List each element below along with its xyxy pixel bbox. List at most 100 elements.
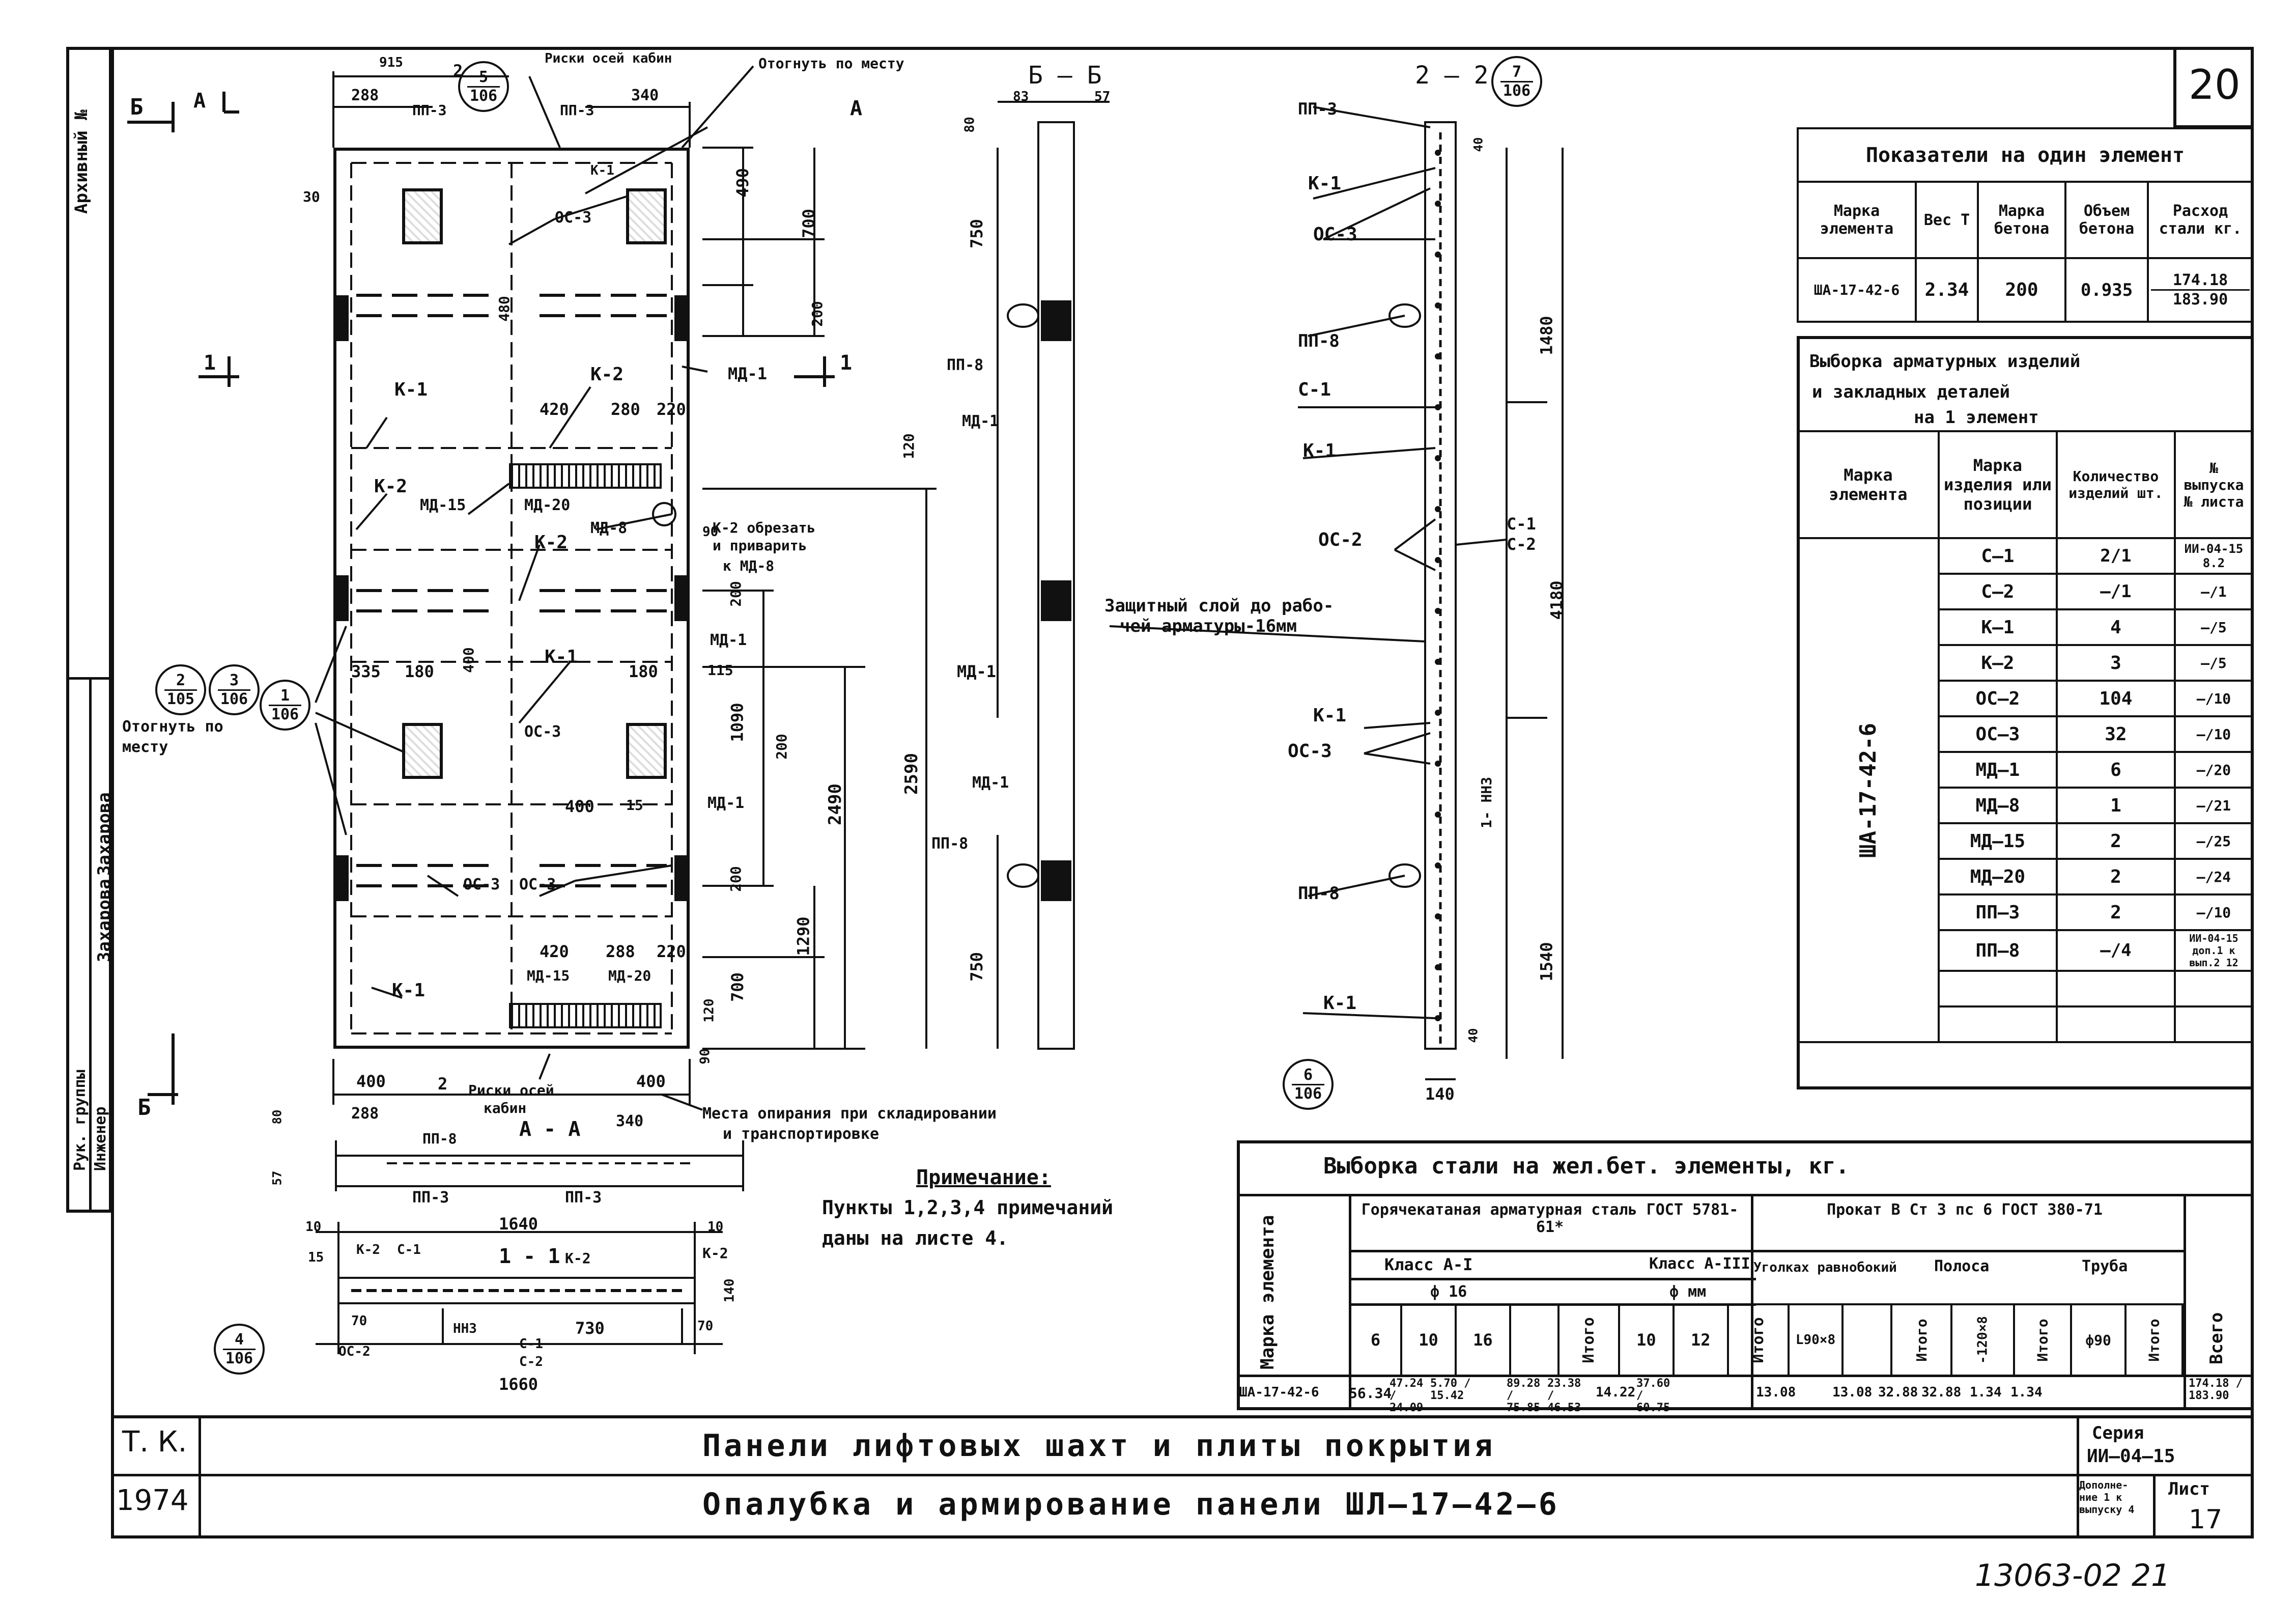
steel-val-5: 23.38 / 46.53 <box>1547 1377 1581 1414</box>
dim-180-b: 180 <box>629 662 658 681</box>
cut-label-a: А <box>193 89 206 113</box>
bend-left-2: месту <box>122 738 168 756</box>
dim-10-b: 10 <box>707 1219 724 1235</box>
steel-strip: Полоса <box>1934 1257 1990 1275</box>
sel-item: К—1 <box>1937 608 2058 646</box>
steel-val-10: 13.08 <box>1832 1385 1873 1400</box>
selection-header-2: и закладных деталей <box>1812 382 2010 402</box>
selection-header-3: на 1 элемент <box>1914 407 2039 428</box>
steel-line <box>1349 1194 1351 1410</box>
dim-700-b: 700 <box>727 972 747 1002</box>
dim-70-a: 70 <box>351 1313 367 1329</box>
dim-915: 915 <box>379 55 403 70</box>
steel-sub-col <box>1841 1303 1892 1377</box>
bend-left-1: Отогнуть по <box>122 718 223 736</box>
window-opening <box>626 188 667 244</box>
row-concrete: 200 <box>1977 257 2066 323</box>
steel-values-table: 6 10 16 Итого 10 12 Итого L90×8 Итого -1… <box>1348 1303 2184 1377</box>
steel-angle: Уголках равнобокий <box>1753 1260 1897 1275</box>
sheet-number-box <box>2173 47 2254 128</box>
label-oc3-mid: ОС-3 <box>524 723 561 741</box>
risks-top: Риски осей кабин <box>545 51 672 66</box>
label-c2-11: С-2 <box>519 1354 543 1369</box>
dim-1290: 1290 <box>793 916 813 956</box>
sel-element-mark: ША-17-42-6 <box>1855 722 1881 858</box>
sel-ref: ИИ-04-15 доп.1 к вып.2 12 <box>2173 929 2254 972</box>
steel-line <box>1349 1278 1756 1280</box>
dim-200-c: 200 <box>727 866 744 892</box>
s22-c1: С-1 <box>1298 379 1331 400</box>
dim-30: 30 <box>303 188 320 205</box>
s22-dim-4180: 4180 <box>1547 580 1567 620</box>
bb-md1-a: МД-1 <box>962 412 999 430</box>
section-11-title: 1 - 1 <box>499 1245 560 1268</box>
s22-k1-b: К-1 <box>1303 440 1337 461</box>
label-md1-right: МД-1 <box>728 364 768 383</box>
col-volume: Объем бетона <box>2064 181 2149 259</box>
dim-80: 80 <box>270 1109 285 1125</box>
steel-hot-rolled: Горячекатаная арматурная сталь ГОСТ 5781… <box>1361 1201 1739 1236</box>
steel-pipe: Труба <box>2082 1257 2128 1275</box>
s22-dim-40: 40 <box>1471 137 1486 152</box>
dim-420: 420 <box>540 400 569 419</box>
label-k1-left: К-1 <box>394 379 428 400</box>
sel-qty: 6 <box>2055 751 2176 789</box>
label-pp3-a: ПП-3 <box>412 102 447 119</box>
steel-itogo: Итого <box>1749 1317 1767 1363</box>
window-opening <box>402 188 443 244</box>
s22-k1-a: К-1 <box>1308 173 1342 194</box>
col-weight: Вес Т <box>1915 181 1979 259</box>
sel-item: С—2 <box>1937 573 2058 610</box>
bb-dim-57: 57 <box>1094 89 1111 104</box>
sheet-label: Лист <box>2168 1479 2210 1499</box>
bb-dim-750: 750 <box>967 219 986 248</box>
sel-ref: —/10 <box>2173 680 2254 717</box>
label-k2-weld: и приварить <box>713 537 807 554</box>
title-block-line <box>199 1415 201 1538</box>
steel-mark-col: Марка элемента <box>1257 1215 1278 1369</box>
steel-dia-16: ф 16 <box>1430 1283 1467 1301</box>
s22-pp3: ПП-3 <box>1298 99 1338 119</box>
steel-all-col: Всего <box>2206 1312 2227 1364</box>
selection-table: Марка элемента Марка изделия или позиции… <box>1797 430 2254 1043</box>
sel-empty <box>2055 1005 2176 1043</box>
steel-line <box>1349 1250 2184 1252</box>
cut-label-1-left: 1 <box>204 351 216 375</box>
dim-120: 120 <box>900 433 917 459</box>
risks-bottom-2: кабин <box>484 1100 527 1116</box>
s22-dim-1480: 1480 <box>1537 316 1556 355</box>
s22-protective-2: чей арматуры-16мм <box>1120 616 1297 636</box>
sel-qty: 32 <box>2055 715 2176 753</box>
bb-md1-c: МД-1 <box>972 774 1009 792</box>
dim-335: 335 <box>351 662 381 681</box>
steel-val-8: 13.08 <box>1756 1385 1796 1400</box>
label-md20-bot: МД-20 <box>608 967 651 984</box>
selection-header-1: Выборка арматурных изделий <box>1809 351 2081 372</box>
label-pp3-aa-b: ПП-3 <box>565 1189 602 1207</box>
dim-400-bottom-left: 400 <box>356 1072 386 1091</box>
steel-sub-col: -120×8 <box>1950 1303 2016 1377</box>
steel-table-frame <box>1237 1140 2254 1410</box>
cut-label-b-bottom: Б <box>137 1095 151 1121</box>
section-22-title: 2 — 2 <box>1415 61 1489 90</box>
dim-400-bottom-right: 400 <box>636 1072 666 1091</box>
s22-k1-c: К-1 <box>1313 705 1347 726</box>
label-k2-left: К-2 <box>374 476 408 497</box>
label-nn3: НН3 <box>453 1321 477 1336</box>
series-value: ИИ—04—15 <box>2087 1446 2175 1467</box>
sel-ref: ИИ-04-15 8.2 <box>2173 537 2254 575</box>
note-text-1: Пункты 1,2,3,4 примечаний <box>822 1196 1113 1219</box>
sel-item: ОС—3 <box>1937 715 2058 753</box>
supplement-label: Дополне- ние 1 к выпуску 4 <box>2079 1479 2135 1516</box>
label-k2-11b: К-2 <box>565 1250 591 1267</box>
dim-220-b: 220 <box>657 942 686 961</box>
note-text-2: даны на листе 4. <box>822 1227 1009 1249</box>
sel-col-element: Марка элемента <box>1797 430 1940 539</box>
series-label: Серия <box>2092 1423 2144 1443</box>
dim-200: 200 <box>808 301 826 327</box>
window-opening <box>402 723 443 779</box>
title-line-1: Панели лифтовых шахт и плиты покрытия <box>702 1428 1496 1464</box>
dim-400-mid: 400 <box>460 647 477 673</box>
dim-10-a: 10 <box>305 1219 322 1235</box>
